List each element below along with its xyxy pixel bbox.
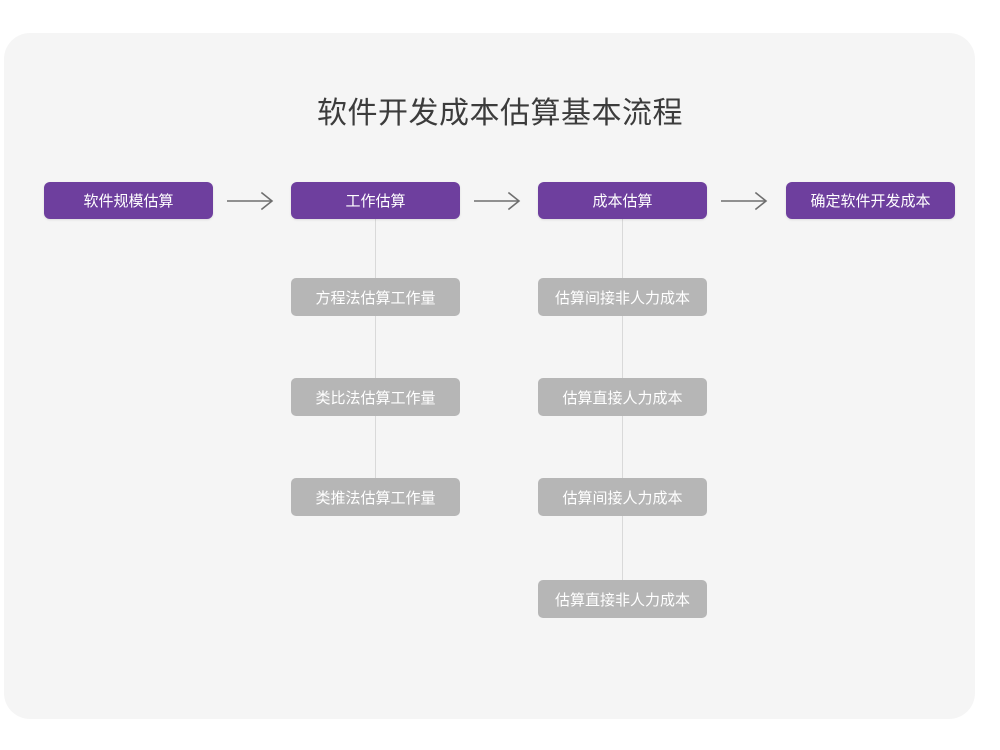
stage-node-size-estimation[interactable]: 软件规模估算 [44,182,213,219]
detail-node[interactable]: 估算间接非人力成本 [538,278,707,316]
detail-node-label: 估算直接人力成本 [562,389,683,407]
stage-node-label: 软件规模估算 [83,193,174,210]
page-title: 软件开发成本估算基本流程 [317,97,683,130]
diagram-card [4,33,975,719]
stage-node-cost-estimation[interactable]: 成本估算 [538,182,707,219]
detail-node-label: 估算间接非人力成本 [554,289,690,307]
detail-node-label: 类推法估算工作量 [315,489,436,507]
connector-spine-effort [375,219,376,497]
detail-node[interactable]: 估算直接非人力成本 [538,580,707,618]
detail-node[interactable]: 类比法估算工作量 [291,378,460,416]
stage-node-label: 成本估算 [592,193,653,210]
stage-node-label: 工作估算 [345,193,406,210]
flow-arrow-icon [720,190,774,212]
detail-node[interactable]: 类推法估算工作量 [291,478,460,516]
detail-node-label: 类比法估算工作量 [315,389,436,407]
detail-node[interactable]: 估算间接人力成本 [538,478,707,516]
detail-node-label: 估算间接人力成本 [562,489,683,507]
detail-node[interactable]: 方程法估算工作量 [291,278,460,316]
stage-node-final-cost[interactable]: 确定软件开发成本 [786,182,955,219]
flow-arrow-icon [226,190,280,212]
detail-node[interactable]: 估算直接人力成本 [538,378,707,416]
stage-node-effort-estimation[interactable]: 工作估算 [291,182,460,219]
flow-arrow-icon [473,190,527,212]
stage-node-label: 确定软件开发成本 [810,193,931,210]
detail-node-label: 估算直接非人力成本 [554,591,690,609]
detail-node-label: 方程法估算工作量 [315,289,436,307]
